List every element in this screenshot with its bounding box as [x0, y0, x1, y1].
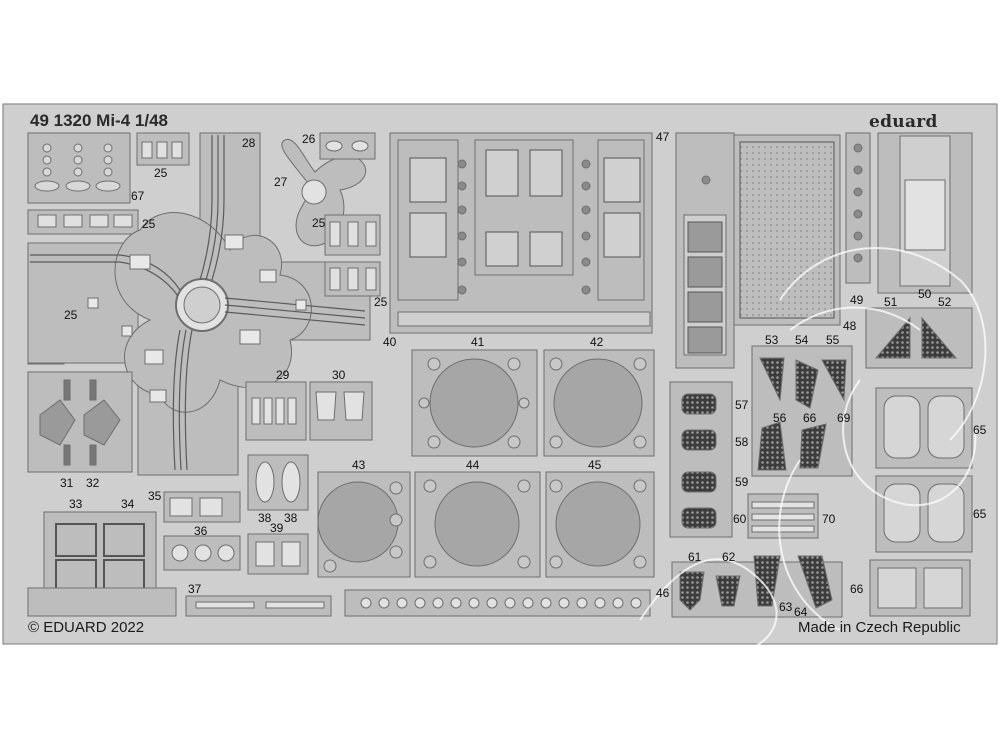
part-48-49-panel: [675, 132, 973, 369]
part-67: [27, 132, 131, 204]
part-number: 33: [69, 497, 83, 511]
part-40-47-panel: [389, 132, 653, 334]
part-41: [411, 349, 538, 457]
part-number: 28: [242, 136, 256, 150]
part-number: 66: [850, 582, 864, 596]
part-number: 47: [656, 130, 670, 144]
part-number: 32: [86, 476, 100, 490]
part-number: 41: [471, 335, 485, 349]
part-45: [545, 471, 655, 578]
part-number: 25: [142, 217, 156, 231]
part-number: 36: [194, 524, 208, 538]
part-number: 57: [735, 398, 749, 412]
part-number: 34: [121, 497, 135, 511]
part-53-56: [751, 345, 853, 477]
part-31-32: [27, 371, 133, 473]
copyright-text: © EDUARD 2022: [28, 619, 145, 636]
part-number: 26: [302, 132, 316, 146]
part-number: 69: [837, 411, 851, 425]
origin-text: Made in Czech Republic: [798, 619, 961, 636]
part-25-b: [27, 209, 139, 235]
part-57-60: [669, 381, 733, 538]
part-number: 55: [826, 333, 840, 347]
part-number: 51: [884, 295, 898, 309]
part-36: [163, 535, 241, 571]
part-number: 60: [733, 512, 747, 526]
part-number: 50: [918, 287, 932, 301]
part-number: 65: [973, 507, 987, 521]
part-number: 46: [656, 586, 670, 600]
part-25-a: [136, 132, 190, 166]
part-number: 31: [60, 476, 74, 490]
watermark-logo: [639, 246, 987, 653]
part-number: 39: [270, 521, 284, 535]
part-44: [414, 471, 541, 578]
part-number: 61: [688, 550, 702, 564]
part-number: 49: [850, 293, 864, 307]
part-number: 35: [148, 489, 162, 503]
part-39: [247, 533, 309, 575]
part-35: [163, 491, 241, 523]
part-25-d: [324, 214, 381, 297]
part-number: 48: [843, 319, 857, 333]
part-number: 70: [822, 512, 836, 526]
part-number: 59: [735, 475, 749, 489]
part-number: 30: [332, 368, 346, 382]
part-number: 62: [722, 550, 736, 564]
part-number: 38: [284, 511, 298, 525]
part-26: [319, 132, 376, 160]
part-number: 44: [466, 458, 480, 472]
part-number: 25: [374, 295, 388, 309]
part-number: 40: [383, 335, 397, 349]
part-number: 25: [312, 216, 326, 230]
part-28-manifold: [27, 132, 371, 476]
sheet-title: 49 1320 Mi-4 1/48: [30, 111, 168, 130]
part-43: [317, 471, 411, 578]
part-number: 52: [938, 295, 952, 309]
part-number: 45: [588, 458, 602, 472]
part-42: [543, 349, 655, 457]
brand-logo: eduard: [869, 112, 938, 132]
part-66: [869, 559, 971, 617]
part-number: 42: [590, 335, 604, 349]
part-number: 54: [795, 333, 809, 347]
part-46: [344, 589, 651, 617]
part-27: [281, 138, 367, 247]
part-number: 58: [735, 435, 749, 449]
part-number: 67: [131, 189, 145, 203]
part-number: 38: [258, 511, 272, 525]
part-number: 53: [765, 333, 779, 347]
part-38: [247, 454, 309, 511]
part-33-34: [27, 511, 177, 617]
part-50-52: [865, 307, 973, 369]
part-number: 29: [276, 368, 290, 382]
part-number: 25: [64, 308, 78, 322]
part-number: 66: [803, 411, 817, 425]
part-number: 63: [779, 600, 793, 614]
part-number: 64: [794, 605, 808, 619]
part-37: [185, 595, 332, 617]
part-number: 56: [773, 411, 787, 425]
part-number: 25: [154, 166, 168, 180]
part-number: 43: [352, 458, 366, 472]
part-61-64: [671, 555, 843, 618]
part-29-30: [245, 381, 373, 441]
part-number: 27: [274, 175, 288, 189]
part-number: 37: [188, 582, 202, 596]
part-number: 65: [973, 423, 987, 437]
